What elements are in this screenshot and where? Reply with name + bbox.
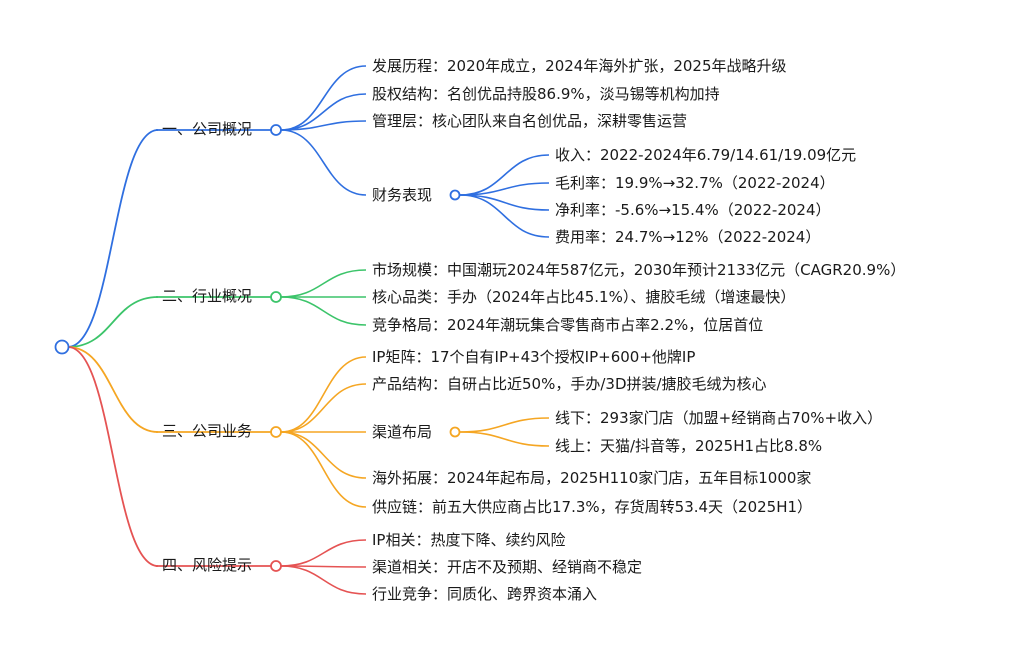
child-link-2-0 <box>280 356 367 433</box>
child-label-0-0: 发展历程：2020年成立，2024年海外扩张，2025年战略升级 <box>372 57 787 75</box>
branch-label-0: 一、公司概况 <box>162 120 252 138</box>
child-link-0-1 <box>280 93 367 131</box>
branch-label-1: 二、行业概况 <box>162 287 252 305</box>
grandchild-label-0-3-3: 费用率：24.7%→12%（2022-2024） <box>555 228 820 246</box>
root-node[interactable] <box>54 339 70 355</box>
grandchild-link-0-3-0 <box>459 154 550 196</box>
child-link-2-1 <box>280 383 367 433</box>
mindmap-links <box>67 65 550 595</box>
branch-node-0[interactable] <box>270 124 282 136</box>
child-label-2-2: 渠道布局 <box>372 423 432 441</box>
grandchild-label-2-2-1: 线上：天猫/抖音等，2025H1占比8.8% <box>555 437 822 455</box>
child-label-0-1: 股权结构：名创优品持股86.9%，淡马锡等机构加持 <box>372 85 720 103</box>
grandchild-link-2-2-1 <box>459 431 550 447</box>
child-label-3-0: IP相关：热度下降、续约风险 <box>372 531 565 549</box>
child-node-0-3[interactable] <box>449 189 461 201</box>
child-label-3-2: 行业竞争：同质化、跨界资本涌入 <box>372 585 597 603</box>
branch-node-3[interactable] <box>270 560 282 572</box>
child-link-0-3 <box>280 129 367 196</box>
grandchild-label-2-2-0: 线下：293家门店（加盟+经销商占70%+收入） <box>555 409 882 427</box>
child-link-1-2 <box>280 296 367 326</box>
child-link-0-0 <box>280 65 367 131</box>
branch-link-1 <box>67 296 159 348</box>
grandchild-label-0-3-1: 毛利率：19.9%→32.7%（2022-2024） <box>555 174 835 192</box>
branch-link-2 <box>67 346 159 433</box>
branch-label-2: 三、公司业务 <box>162 422 252 440</box>
child-link-0-2 <box>280 120 367 131</box>
child-label-2-1: 产品结构：自研占比近50%，手办/3D拼装/搪胶毛绒为核心 <box>372 375 767 393</box>
grandchild-link-0-3-1 <box>459 182 550 196</box>
child-label-0-2: 管理层：核心团队来自名创优品，深耕零售运营 <box>372 112 687 130</box>
branch-link-0 <box>67 129 159 348</box>
child-link-3-0 <box>280 539 367 567</box>
child-label-1-1: 核心品类：手办（2024年占比45.1%）、搪胶毛绒（增速最快） <box>372 288 795 306</box>
child-link-2-4 <box>280 431 367 508</box>
branch-node-2[interactable] <box>270 426 282 438</box>
grandchild-link-0-3-3 <box>459 194 550 238</box>
branch-link-3 <box>67 346 159 567</box>
child-label-3-1: 渠道相关：开店不及预期、经销商不稳定 <box>372 558 642 576</box>
grandchild-link-2-2-0 <box>459 417 550 433</box>
child-label-2-3: 海外拓展：2024年起布局，2025H110家门店，五年目标1000家 <box>372 469 811 487</box>
child-label-1-2: 竞争格局：2024年潮玩集合零售商市占率2.2%，位居首位 <box>372 316 763 334</box>
child-label-2-4: 供应链：前五大供应商占比17.3%，存货周转53.4天（2025H1） <box>372 498 812 516</box>
child-label-2-0: IP矩阵：17个自有IP+43个授权IP+600+他牌IP <box>372 348 695 366</box>
mindmap-nodes: 一、公司概况 发展历程：2020年成立，2024年海外扩张，2025年战略升级股权… <box>54 57 905 603</box>
grandchild-label-0-3-2: 净利率：-5.6%→15.4%（2022-2024） <box>555 201 831 219</box>
child-link-1-0 <box>280 269 367 298</box>
grandchild-label-0-3-0: 收入：2022-2024年6.79/14.61/19.09亿元 <box>555 146 856 164</box>
branch-node-1[interactable] <box>270 291 282 303</box>
child-node-2-2[interactable] <box>449 426 461 438</box>
child-label-1-0: 市场规模：中国潮玩2024年587亿元，2030年预计2133亿元（CAGR20… <box>372 261 905 279</box>
child-link-3-2 <box>280 565 367 595</box>
child-label-0-3: 财务表现 <box>372 186 432 204</box>
branch-label-3: 四、风险提示 <box>162 556 252 574</box>
